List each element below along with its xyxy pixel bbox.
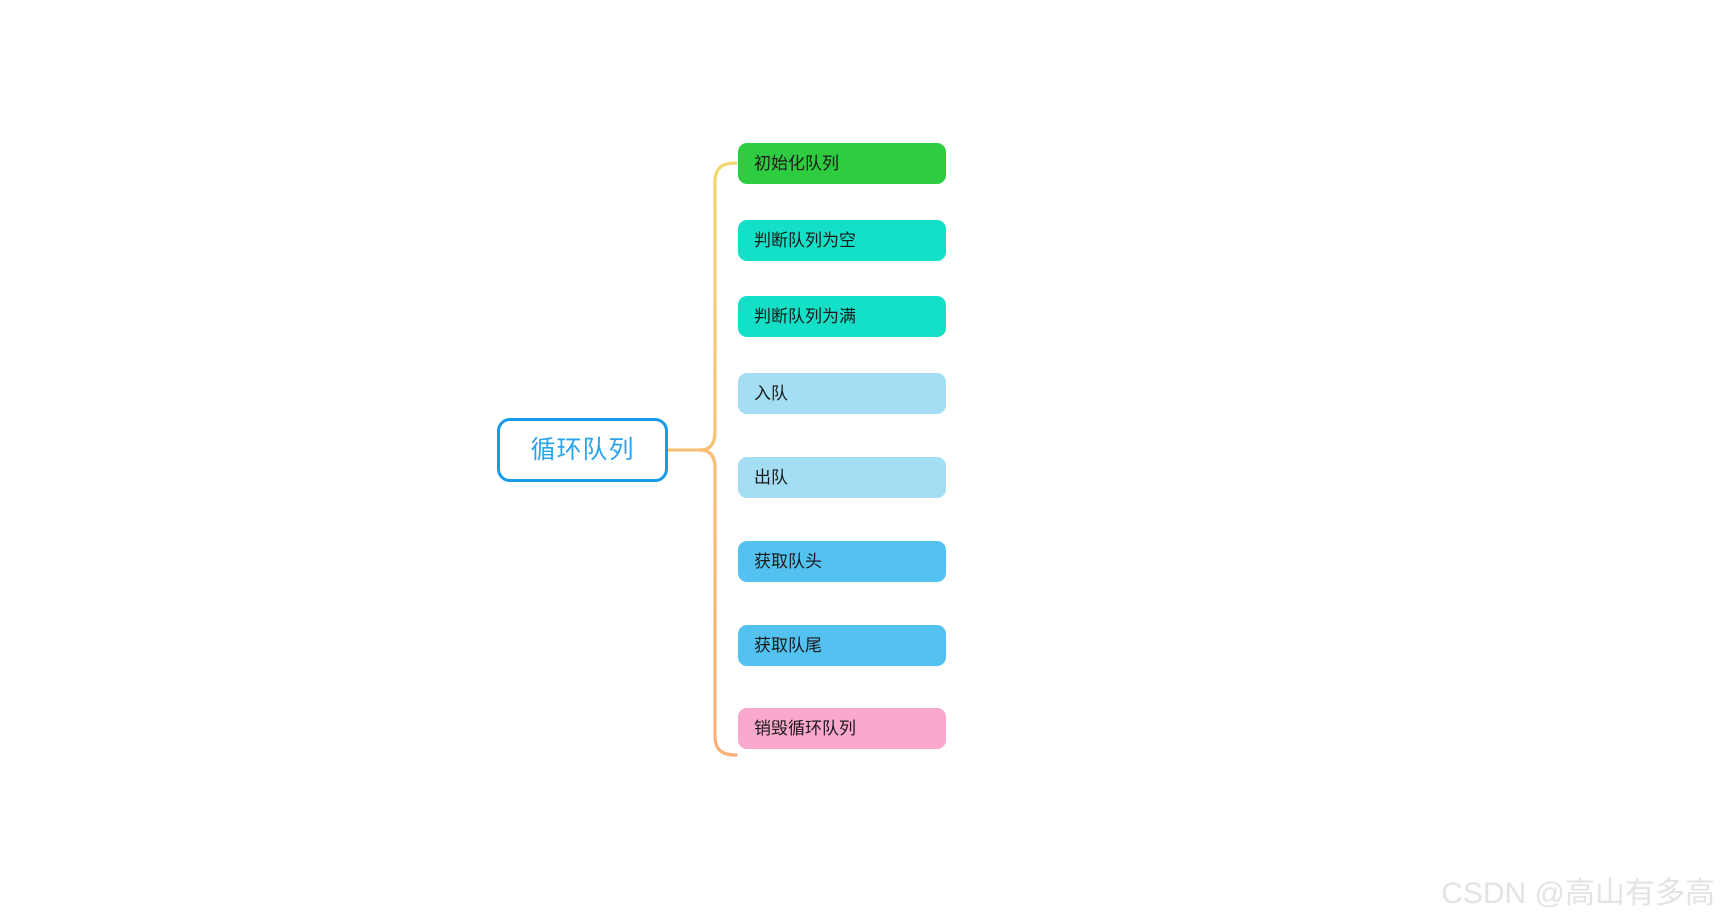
branch-node-1[interactable]: 初始化队列 bbox=[738, 143, 946, 184]
branch-node-3-label: 判断队列为满 bbox=[754, 307, 856, 326]
csdn-watermark: CSDN @高山有多高 bbox=[1441, 877, 1715, 910]
branch-node-3[interactable]: 判断队列为满 bbox=[738, 296, 946, 337]
branch-node-6-label: 获取队头 bbox=[754, 552, 822, 571]
branch-node-8-label: 销毁循环队列 bbox=[754, 719, 856, 738]
root-node[interactable]: 循环队列 bbox=[497, 418, 668, 482]
branch-node-5-label: 出队 bbox=[754, 468, 788, 487]
connector-lower-branch bbox=[698, 448, 738, 757]
branch-node-4-label: 入队 bbox=[754, 384, 788, 403]
branch-node-2[interactable]: 判断队列为空 bbox=[738, 220, 946, 261]
connector-upper-branch bbox=[698, 161, 738, 452]
branch-node-7[interactable]: 获取队尾 bbox=[738, 625, 946, 666]
branch-node-6[interactable]: 获取队头 bbox=[738, 541, 946, 582]
branch-node-7-label: 获取队尾 bbox=[754, 636, 822, 655]
branch-node-8[interactable]: 销毁循环队列 bbox=[738, 708, 946, 749]
branch-node-4[interactable]: 入队 bbox=[738, 373, 946, 414]
branch-node-2-label: 判断队列为空 bbox=[754, 231, 856, 250]
branch-node-5[interactable]: 出队 bbox=[738, 457, 946, 498]
root-node-label: 循环队列 bbox=[530, 435, 635, 464]
branch-node-1-label: 初始化队列 bbox=[754, 154, 839, 173]
